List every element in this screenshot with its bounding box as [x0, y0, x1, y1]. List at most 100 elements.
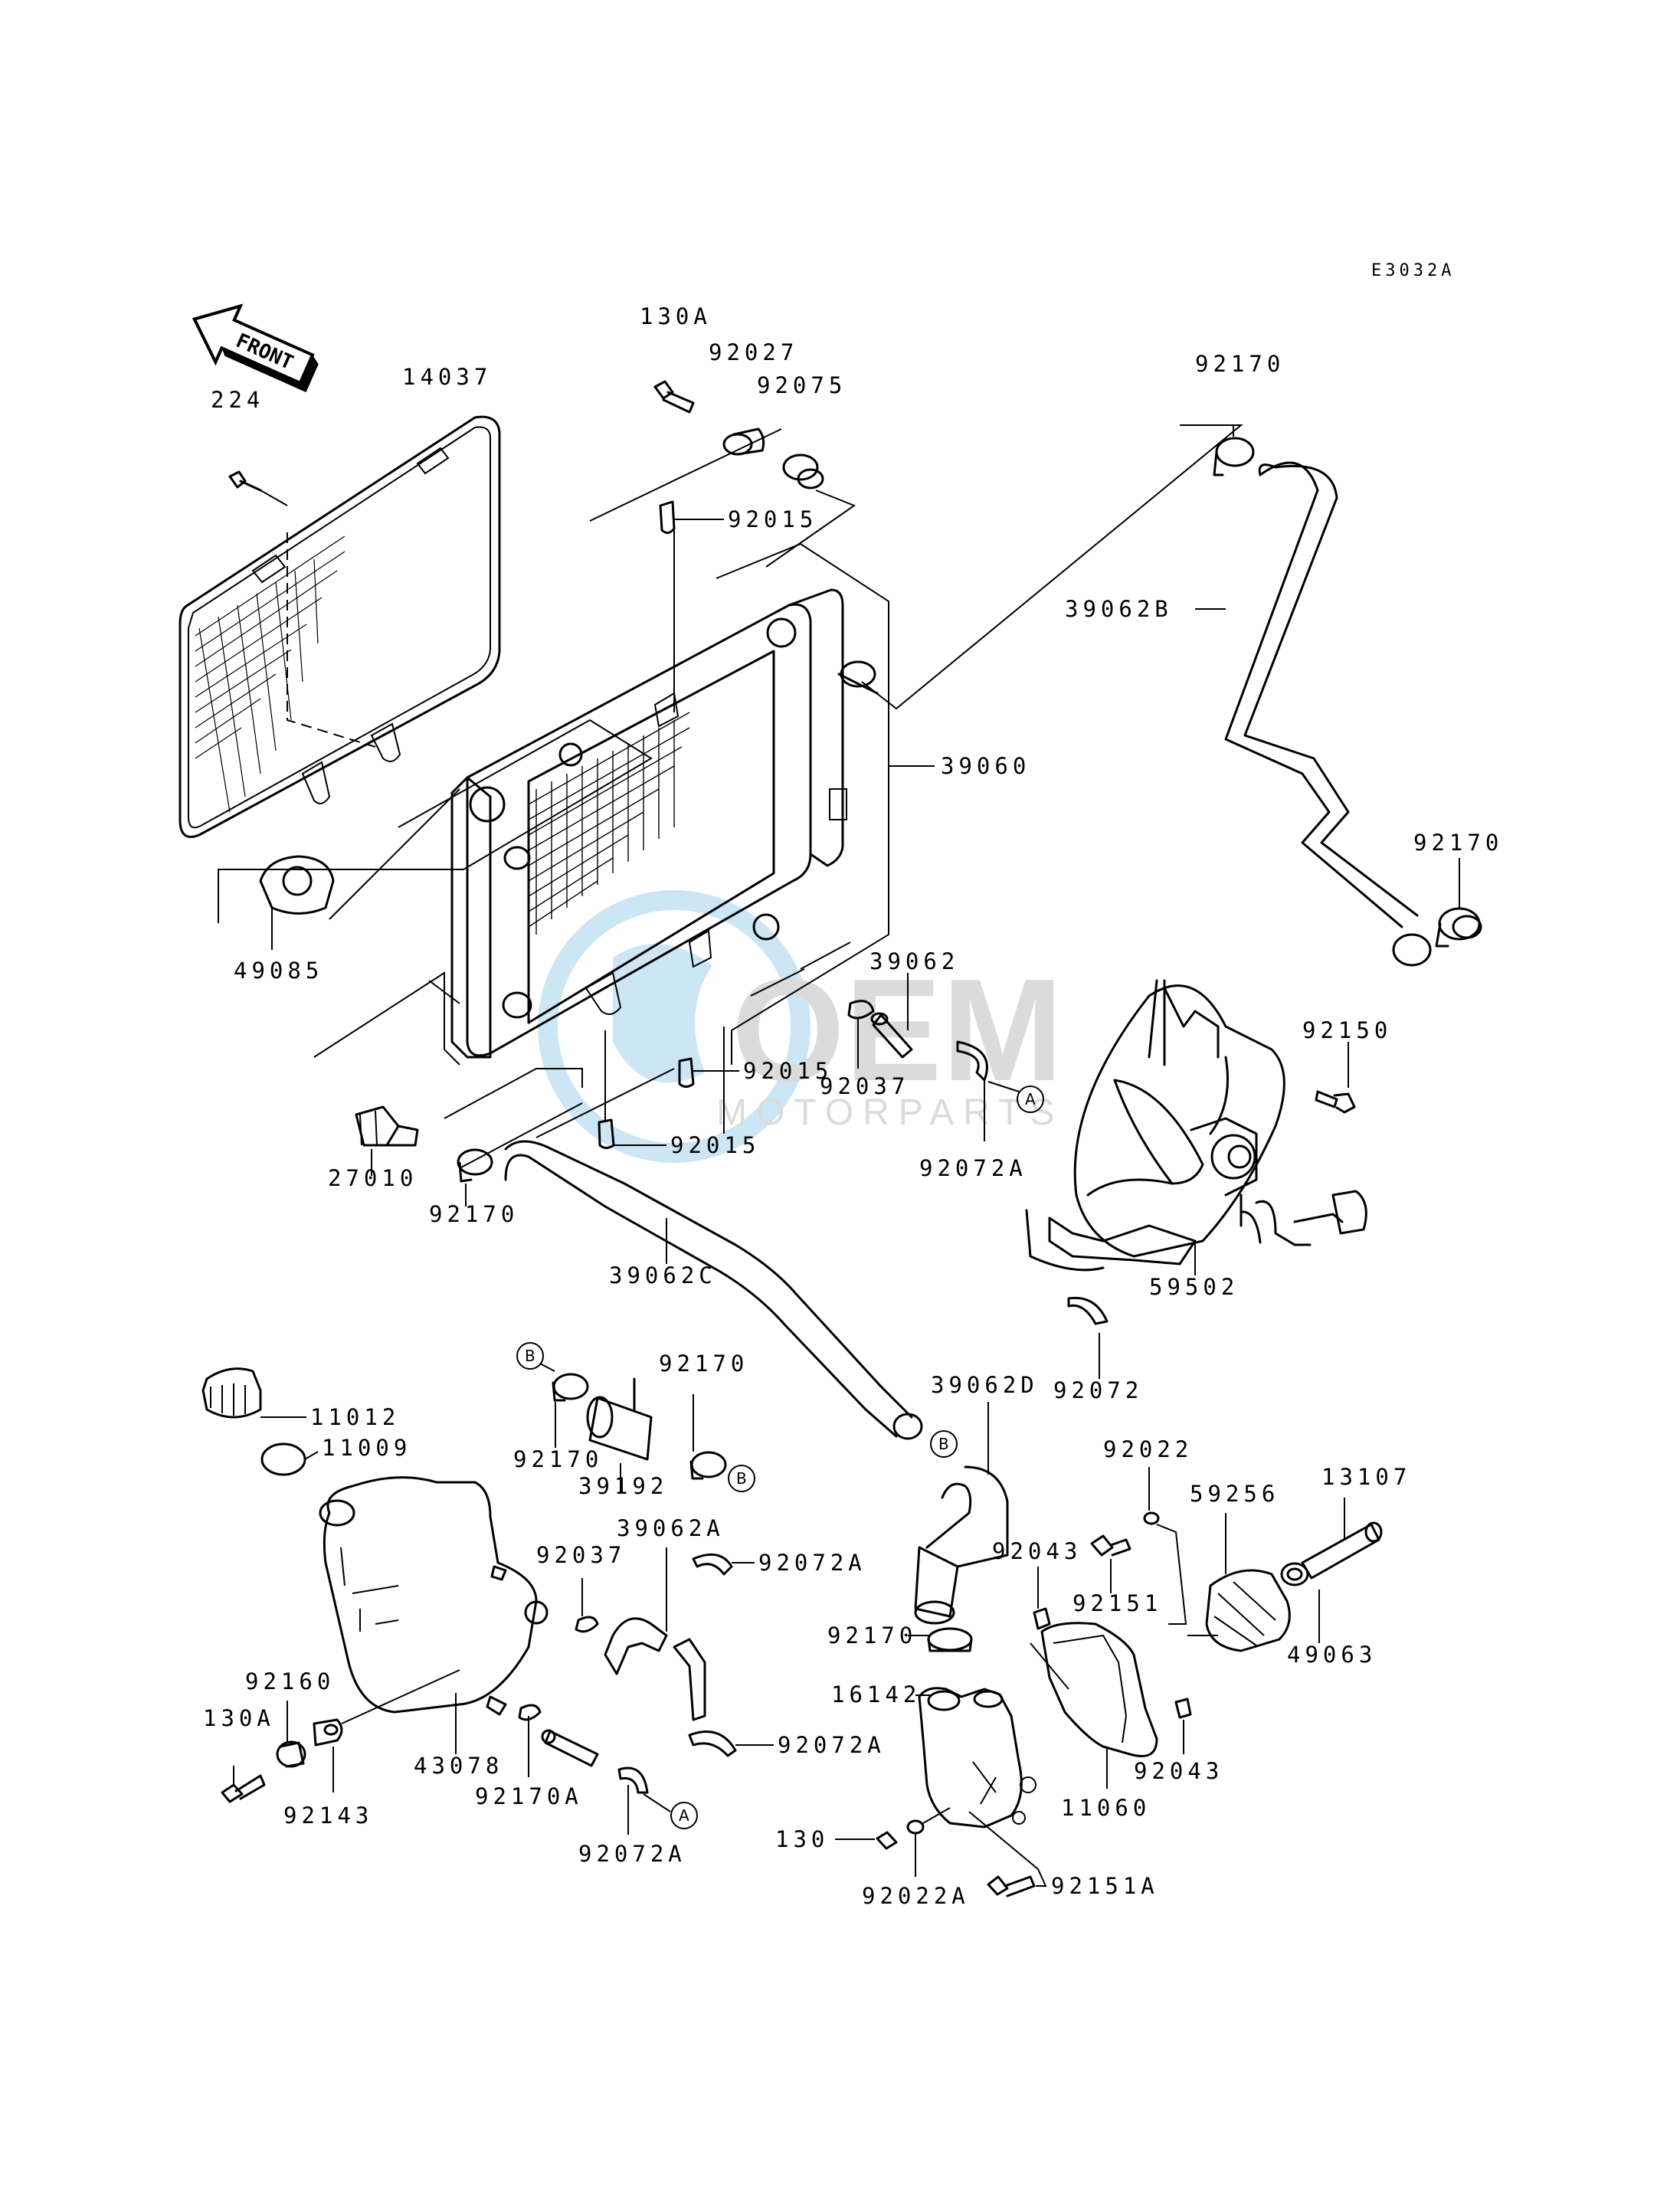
screen-mesh [195, 535, 345, 813]
grommet-92075 [765, 453, 856, 568]
label-92022a: 92022A [862, 1883, 970, 1909]
watermark-ring [538, 890, 811, 1163]
label-92170-d: 92170 [827, 1622, 917, 1649]
label-92075: 92075 [757, 372, 847, 398]
clamp-92072a-d [617, 1766, 671, 1835]
label-92170-left: 92170 [429, 1201, 519, 1227]
bolt-92151 [1090, 1534, 1131, 1593]
label-49063: 49063 [1287, 1642, 1377, 1668]
watermark-globe-icon [613, 944, 712, 1083]
label-92027: 92027 [709, 339, 798, 365]
label-130a-top: 130A [640, 303, 712, 329]
clip-92015-c [598, 1030, 666, 1149]
hose-39062 [870, 973, 913, 1059]
label-92037-a: 92037 [820, 1073, 909, 1099]
fan-assembly [1025, 979, 1367, 1275]
screen-tab-top [416, 447, 450, 475]
ref-a-bottom: A [670, 1802, 698, 1829]
watermark-subtext: MOTORPARTS [716, 1092, 1063, 1133]
label-13107: 13107 [1321, 1464, 1411, 1490]
gasket-11009 [260, 1442, 319, 1476]
label-92015-c: 92015 [670, 1132, 760, 1158]
label-39062d: 39062D [931, 1372, 1039, 1398]
label-14037: 14037 [402, 364, 492, 390]
ref-b-mid: B [728, 1465, 755, 1492]
ref-a-bottom-label: A [679, 1806, 689, 1825]
ref-a-top: A [1017, 1085, 1044, 1113]
label-39060: 39060 [941, 753, 1030, 779]
ref-b-right-label: B [938, 1435, 949, 1453]
label-92072a-a: 92072A [919, 1155, 1027, 1181]
pump-body-16142 [915, 1687, 1036, 1829]
clip-92037-b [575, 1578, 599, 1633]
front-arrow-icon: FRONT [192, 303, 319, 393]
reservoir-tank [319, 1476, 549, 1754]
ref-b-left-label: B [525, 1347, 535, 1365]
ref-b-right: B [930, 1430, 958, 1458]
label-92043-a: 92043 [992, 1538, 1082, 1564]
bolt-92151a [968, 1811, 1047, 1897]
collar-92143 [313, 1669, 460, 1793]
label-92150: 92150 [1302, 1017, 1392, 1043]
label-39062: 39062 [869, 948, 959, 974]
radiator-cap [259, 788, 460, 950]
label-39062b: 39062B [1065, 596, 1173, 622]
grommet-92160 [276, 1701, 306, 1768]
label-92170a: 92170A [475, 1783, 583, 1809]
label-11009: 11009 [322, 1435, 411, 1461]
washer-92022 [1143, 1467, 1187, 1625]
ref-b-left: B [516, 1342, 555, 1372]
clamp-92170-b [552, 1373, 589, 1448]
clip-92015-b [678, 1057, 739, 1088]
ref-b-mid-label: B [736, 1469, 747, 1488]
label-92043-b: 92043 [1134, 1758, 1223, 1784]
label-92170-c: 92170 [659, 1351, 748, 1377]
seal-49063 [1280, 1562, 1320, 1643]
label-39192: 39192 [578, 1473, 668, 1499]
label-59502: 59502 [1149, 1274, 1239, 1300]
sensor-27010 [355, 1105, 419, 1176]
diagram-code: E3032A [1371, 261, 1455, 280]
hose-39062a [604, 1547, 706, 1721]
clamp-92170-right [1435, 858, 1482, 948]
dowel-92043-b [1174, 1698, 1192, 1754]
label-27010: 27010 [328, 1165, 418, 1191]
shaft-13107 [1301, 1498, 1383, 1580]
washer-92022a [906, 1807, 951, 1877]
clip-92170a [518, 1704, 542, 1777]
label-43078: 43078 [414, 1753, 503, 1779]
label-130a-bottom: 130A [203, 1705, 275, 1731]
bolt-130 [835, 1831, 898, 1850]
collar-92027 [722, 427, 765, 456]
label-224: 224 [211, 387, 264, 413]
label-59256: 59256 [1190, 1481, 1279, 1507]
clip-92015-a [659, 500, 724, 712]
clamp-92072a-b [692, 1553, 755, 1576]
impeller-59256 [1187, 1513, 1291, 1652]
watermark: OEM MOTORPARTS [538, 890, 1063, 1163]
label-49085: 49085 [234, 958, 323, 984]
clamp-92170-top [861, 424, 1255, 710]
screen-tab-left [251, 554, 287, 584]
hose-39062c [504, 1140, 923, 1440]
clamp-92170-left [457, 1148, 493, 1207]
label-16142: 16142 [831, 1681, 921, 1708]
clamp-92072 [1067, 1296, 1109, 1379]
label-92072: 92072 [1053, 1377, 1143, 1403]
label-130: 130 [775, 1826, 829, 1852]
screen-tab-bottom-left [301, 761, 331, 804]
label-92170-right: 92170 [1413, 830, 1503, 856]
clamp-92072a-c [688, 1730, 774, 1757]
screen-tab-bottom-right [370, 722, 401, 762]
pump-cover-11060 [1030, 1622, 1158, 1789]
clamp-92170-c [689, 1394, 727, 1480]
label-92072a-d: 92072A [578, 1841, 686, 1867]
label-39062c: 39062C [609, 1262, 717, 1288]
bolt-130a-bottom [221, 1766, 266, 1803]
radiator-screen [178, 415, 501, 838]
label-92170-top: 92170 [1195, 351, 1285, 377]
label-92072a-b: 92072A [758, 1550, 866, 1576]
dowel-92043-a [1033, 1567, 1051, 1630]
clamp-92072a-a [956, 1040, 1020, 1141]
